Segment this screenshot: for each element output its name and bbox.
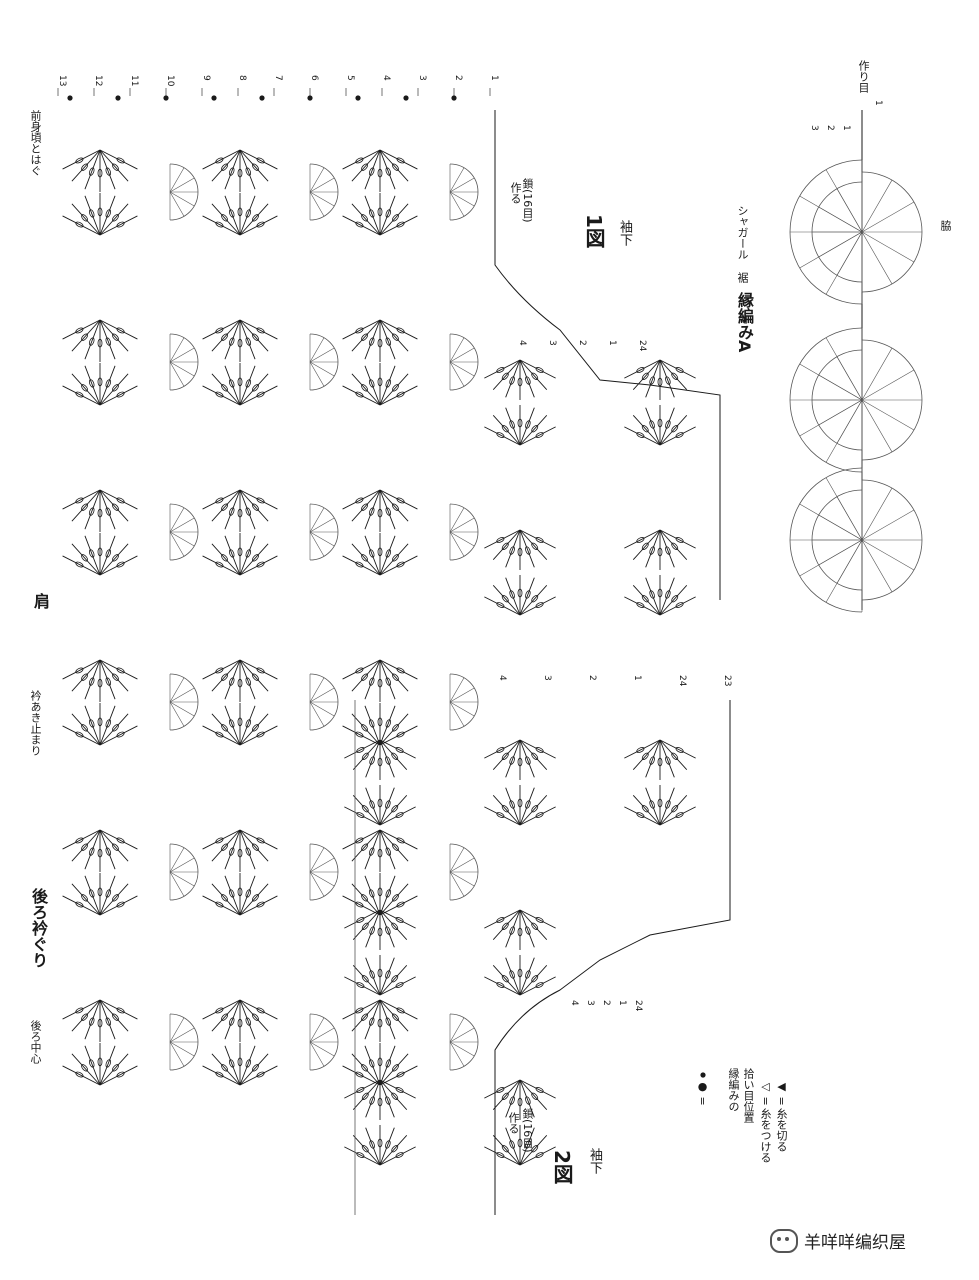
svg-text:9: 9	[201, 75, 211, 81]
svg-text:3: 3	[417, 75, 427, 81]
label-front-join: 前身頃とはぐ	[29, 110, 42, 176]
svg-text:24: 24	[637, 340, 647, 352]
label-side: 脇	[939, 220, 952, 231]
legend-pickup-1: 縁編みの	[727, 1068, 740, 1112]
legend-pickup-2: 拾い目位置	[742, 1068, 755, 1123]
svg-text:12: 12	[93, 75, 103, 86]
figure-2-chart	[344, 700, 731, 1215]
svg-text:1: 1	[489, 75, 499, 81]
wechat-icon	[770, 1228, 798, 1253]
edging-a-chart	[789, 110, 923, 613]
label-chain16-bottom: 鎖(16目)	[521, 1108, 534, 1153]
label-edging-sub2: シャガール	[736, 205, 749, 260]
svg-text:8: 8	[237, 75, 247, 81]
svg-text:5: 5	[345, 75, 355, 81]
svg-text:4: 4	[569, 1000, 579, 1006]
svg-text:3: 3	[585, 1000, 595, 1006]
svg-text:1: 1	[873, 100, 883, 106]
svg-text:4: 4	[497, 675, 507, 681]
legend-eq2: ◁ =	[759, 1080, 772, 1106]
label-fig1: 1図	[582, 214, 606, 248]
label-chain16-top: 鎖(16目)	[521, 178, 534, 223]
svg-text:13: 13	[57, 75, 67, 86]
label-underarm1: 袖下	[617, 220, 632, 246]
label-foundation: 作り目	[857, 60, 870, 93]
legend-cut: 糸を切る	[775, 1108, 788, 1152]
watermark: 羊咩咩编织屋	[770, 1228, 906, 1253]
svg-text:6: 6	[309, 75, 319, 81]
svg-text:2: 2	[601, 1000, 611, 1006]
svg-text:2: 2	[577, 340, 587, 346]
svg-text:1: 1	[607, 340, 617, 346]
figure-1-chart	[62, 95, 721, 1086]
label-make-top: 作る	[509, 182, 522, 204]
watermark-text: 羊咩咩编织屋	[804, 1233, 906, 1253]
label-edging-sub: 裾	[736, 272, 749, 283]
svg-text:3: 3	[547, 340, 557, 346]
svg-text:24: 24	[633, 1000, 643, 1012]
legend-eq3: ◀ =	[775, 1080, 788, 1106]
label-make-bottom: 作る	[507, 1112, 520, 1134]
svg-text:3: 3	[542, 675, 552, 681]
svg-text:1: 1	[841, 125, 851, 131]
svg-text:2: 2	[453, 75, 463, 81]
label-shoulder: 肩	[31, 593, 50, 609]
svg-text:23: 23	[722, 675, 732, 686]
svg-text:4: 4	[381, 75, 391, 81]
label-neck-stop: 衿あき止まり	[29, 690, 42, 756]
legend-eq1: ● =	[696, 1080, 709, 1106]
svg-text:24: 24	[677, 675, 687, 687]
label-edging-title: 縁編みA	[735, 292, 754, 353]
svg-text:1: 1	[632, 675, 642, 681]
svg-text:2: 2	[825, 125, 835, 131]
label-back-center: 後ろ中心	[29, 1020, 42, 1064]
svg-text:2: 2	[587, 675, 597, 681]
legend-attach: 糸をつける	[759, 1108, 772, 1163]
svg-text:11: 11	[129, 75, 139, 86]
svg-text:4: 4	[517, 340, 527, 346]
label-underarm2: 袖下	[587, 1148, 602, 1174]
svg-text:1: 1	[617, 1000, 627, 1006]
svg-text:3: 3	[809, 125, 819, 131]
svg-text:10: 10	[165, 75, 175, 87]
svg-text:7: 7	[273, 75, 283, 81]
label-back-neckline: 後ろ衿ぐり	[29, 888, 48, 968]
label-fig2: 2図	[550, 1150, 574, 1184]
